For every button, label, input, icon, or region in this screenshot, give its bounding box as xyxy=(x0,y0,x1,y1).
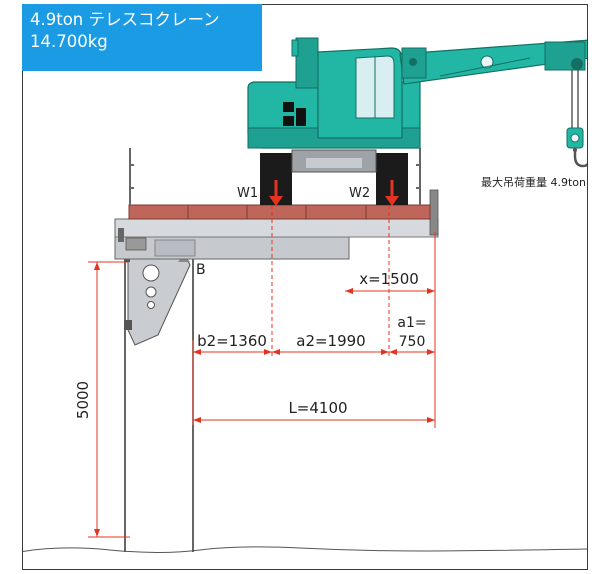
platform-frame xyxy=(114,189,439,260)
extension-lines xyxy=(192,232,436,428)
dimension-a1-label-top: a1= xyxy=(397,315,426,331)
max-load-label: 最大吊荷重量 4.9ton xyxy=(481,175,586,189)
support-bracket xyxy=(124,252,191,346)
dimension-l xyxy=(193,417,435,423)
guard-rails xyxy=(129,148,421,205)
w1-label: W1 xyxy=(237,186,258,201)
down-arrow-icon xyxy=(269,180,283,206)
dimension-l-label: L=4100 xyxy=(288,399,347,417)
dimension-b2-label: b2=1360 xyxy=(197,332,267,350)
dimension-a1-label-bottom: 750 xyxy=(399,334,426,350)
w2-label: W2 xyxy=(349,186,370,201)
dimension-x-label: x=1500 xyxy=(359,270,419,288)
height-dimension xyxy=(88,261,130,538)
crane-hook-icon xyxy=(566,70,587,168)
title-line-2: 14.700kg xyxy=(30,32,108,51)
down-arrow-icon xyxy=(385,180,399,206)
height-label: 5000 xyxy=(74,381,92,419)
deck-planks xyxy=(128,204,431,220)
dimension-a2-label: a2=1990 xyxy=(296,332,365,350)
dimension-x xyxy=(345,288,435,294)
dimension-row xyxy=(193,349,435,355)
crane-boom xyxy=(399,39,587,85)
reference-lines xyxy=(271,205,390,358)
crane-body xyxy=(247,37,421,149)
title-box: 4.9ton テレスコクレーン 14.700kg xyxy=(22,4,262,71)
title-line-1: 4.9ton テレスコクレーン xyxy=(30,10,220,29)
point-b-label: B xyxy=(196,262,206,278)
